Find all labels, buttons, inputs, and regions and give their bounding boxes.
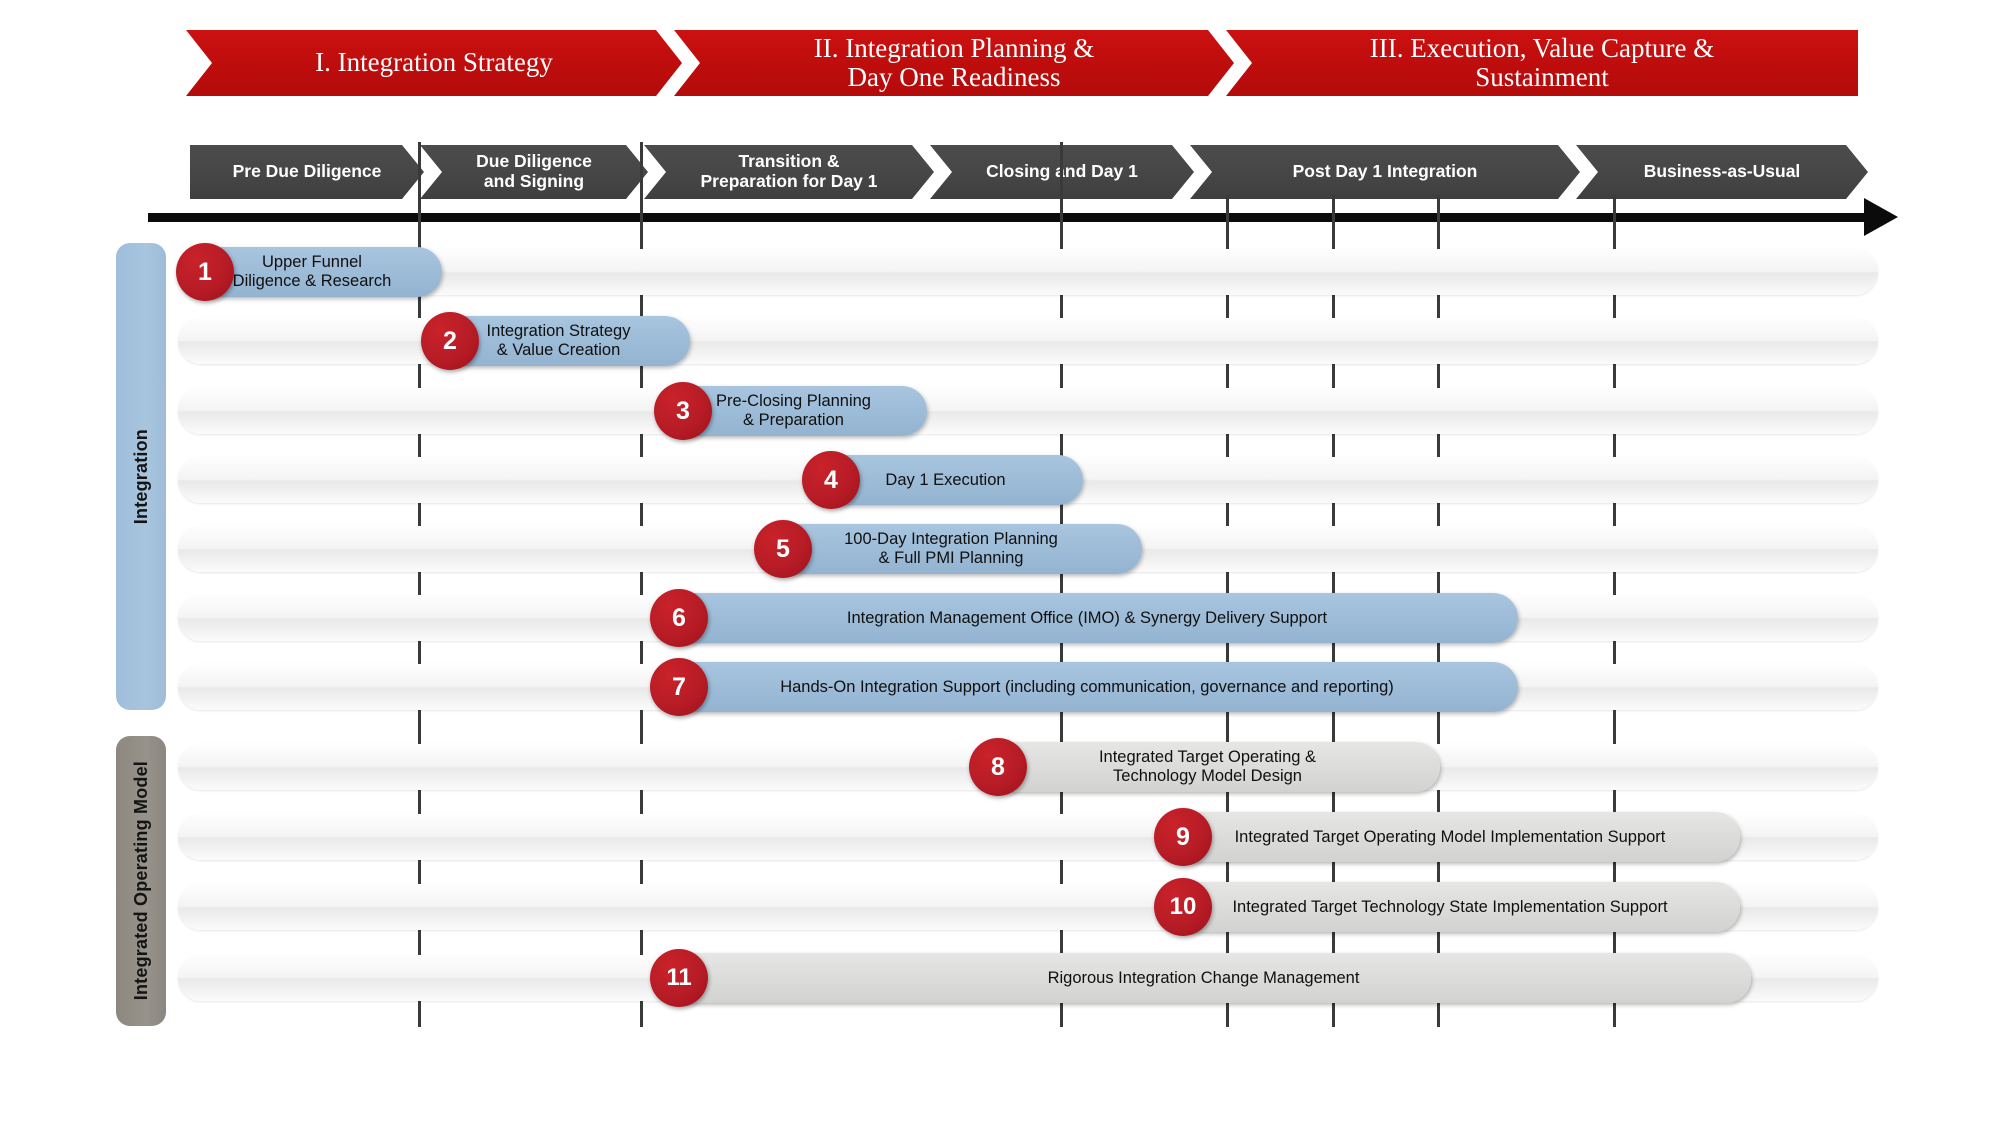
workstream-label-2: Integration Strategy & Value Creation bbox=[437, 322, 690, 360]
phase-banner-3-line1: III. Execution, Value Capture & bbox=[1369, 32, 1715, 63]
stage-label-3-line1: Transition & bbox=[738, 151, 840, 172]
stage-label-3: Transition & Preparation for Day 1 bbox=[693, 152, 886, 191]
workstream-label-8-line1: Integrated Target Operating & bbox=[1098, 748, 1317, 767]
workstream-number-10: 10 bbox=[1154, 878, 1212, 936]
workstream-label-11: Rigorous Integration Change Management bbox=[666, 969, 1751, 988]
workstream-label-1-line2: Diligence & Research bbox=[232, 272, 392, 290]
stage-label-2: Due Diligence and Signing bbox=[468, 152, 600, 191]
workstream-pill-1[interactable]: 1 Upper Funnel Diligence & Research bbox=[176, 243, 442, 301]
workstream-label-10-line1: Integrated Target Technology State Imple… bbox=[1232, 897, 1668, 916]
group-tab-integration: Integration bbox=[116, 243, 166, 710]
stage-chevron-transition-prep: Transition & Preparation for Day 1 bbox=[644, 145, 934, 199]
track-row bbox=[178, 388, 1878, 434]
timeline-axis bbox=[148, 213, 1868, 222]
workstream-pill-9[interactable]: 9 Integrated Target Operating Model Impl… bbox=[1154, 808, 1740, 866]
workstream-pill-4[interactable]: 4 Day 1 Execution bbox=[802, 451, 1083, 509]
workstream-label-8-line2: Technology Model Design bbox=[1113, 767, 1302, 785]
gridline-2 bbox=[640, 142, 643, 1027]
stage-chevron-pre-due-diligence: Pre Due Diligence bbox=[190, 145, 424, 199]
workstream-label-9-line1: Integrated Target Operating Model Implem… bbox=[1234, 827, 1666, 846]
workstream-number-9: 9 bbox=[1154, 808, 1212, 866]
track-row bbox=[178, 249, 1878, 295]
phase-banner-3-line2: Sustainment bbox=[1475, 62, 1609, 92]
workstream-number-5: 5 bbox=[754, 520, 812, 578]
workstream-number-3: 3 bbox=[654, 382, 712, 440]
group-tab-iom-label: Integrated Operating Model bbox=[130, 761, 151, 1001]
phase-banner-1: I. Integration Strategy bbox=[186, 30, 682, 96]
gridline-3 bbox=[1060, 142, 1063, 1027]
workstream-label-5: 100-Day Integration Planning & Full PMI … bbox=[770, 530, 1142, 568]
workstream-label-5-line1: 100-Day Integration Planning bbox=[844, 530, 1058, 549]
phase-banner-3: III. Execution, Value Capture & Sustainm… bbox=[1226, 30, 1858, 96]
phase-banner-2-line1: II. Integration Planning & bbox=[813, 32, 1095, 63]
workstream-number-2: 2 bbox=[421, 312, 479, 370]
workstream-label-3: Pre-Closing Planning & Preparation bbox=[670, 392, 927, 430]
stage-label-1-line1: Pre Due Diligence bbox=[232, 161, 382, 182]
phase-banner-2-line2: Day One Readiness bbox=[847, 62, 1061, 92]
workstream-number-1: 1 bbox=[176, 243, 234, 301]
workstream-label-9: Integrated Target Operating Model Implem… bbox=[1170, 828, 1740, 847]
stage-label-3-line2: Preparation for Day 1 bbox=[700, 171, 878, 191]
stage-label-2-line1: Due Diligence bbox=[476, 151, 592, 172]
stage-chevron-business-as-usual: Business-as-Usual bbox=[1576, 145, 1868, 199]
workstream-pill-6[interactable]: 6 Integration Management Office (IMO) & … bbox=[650, 589, 1518, 647]
workstream-pill-11[interactable]: 11 Rigorous Integration Change Managemen… bbox=[650, 949, 1751, 1007]
workstream-label-10: Integrated Target Technology State Imple… bbox=[1170, 898, 1740, 917]
workstream-pill-3[interactable]: 3 Pre-Closing Planning & Preparation bbox=[654, 382, 927, 440]
workstream-label-8: Integrated Target Operating & Technology… bbox=[985, 748, 1440, 786]
stage-chevron-post-day1: Post Day 1 Integration bbox=[1190, 145, 1580, 199]
workstream-label-2-line2: & Value Creation bbox=[496, 341, 621, 359]
phase-banner-row: I. Integration Strategy II. Integration … bbox=[0, 0, 2000, 120]
workstream-pill-10[interactable]: 10 Integrated Target Technology State Im… bbox=[1154, 878, 1740, 936]
phase-banner-3-label: III. Execution, Value Capture & Sustainm… bbox=[1356, 32, 1728, 92]
workstream-number-11: 11 bbox=[650, 949, 708, 1007]
workstream-pill-8[interactable]: 8 Integrated Target Operating & Technolo… bbox=[969, 738, 1440, 796]
workstream-label-11-line1: Rigorous Integration Change Management bbox=[1047, 968, 1360, 987]
workstream-label-6: Integration Management Office (IMO) & Sy… bbox=[666, 609, 1518, 628]
stage-label-1: Pre Due Diligence bbox=[225, 162, 390, 182]
workstream-number-8: 8 bbox=[969, 738, 1027, 796]
workstream-label-7: Hands-On Integration Support (including … bbox=[666, 678, 1518, 697]
workstream-number-6: 6 bbox=[650, 589, 708, 647]
timeline-arrow-head-icon bbox=[1864, 198, 1898, 236]
stage-label-6-line1: Business-as-Usual bbox=[1643, 161, 1801, 182]
group-tab-integrated-operating-model: Integrated Operating Model bbox=[116, 736, 166, 1026]
workstream-pill-5[interactable]: 5 100-Day Integration Planning & Full PM… bbox=[754, 520, 1142, 578]
stage-chevron-due-diligence-signing: Due Diligence and Signing bbox=[420, 145, 648, 199]
workstream-label-4-line1: Day 1 Execution bbox=[885, 470, 1006, 489]
workstream-label-1: Upper Funnel Diligence & Research bbox=[192, 253, 442, 291]
phase-banner-1-label: I. Integration Strategy bbox=[315, 47, 553, 78]
stage-label-5: Post Day 1 Integration bbox=[1285, 162, 1486, 182]
workstream-number-7: 7 bbox=[650, 658, 708, 716]
workstream-label-4: Day 1 Execution bbox=[818, 471, 1083, 490]
phase-banner-2-label: II. Integration Planning & Day One Readi… bbox=[800, 34, 1108, 92]
stage-label-5-line1: Post Day 1 Integration bbox=[1292, 161, 1478, 182]
workstream-label-6-line1: Integration Management Office (IMO) & Sy… bbox=[846, 608, 1328, 627]
workstream-pill-7[interactable]: 7 Hands-On Integration Support (includin… bbox=[650, 658, 1518, 716]
workstream-label-3-line1: Pre-Closing Planning bbox=[715, 392, 871, 411]
phase-banner-2: II. Integration Planning & Day One Readi… bbox=[674, 30, 1234, 96]
workstream-pill-2[interactable]: 2 Integration Strategy & Value Creation bbox=[421, 312, 690, 370]
workstream-label-7-line1: Hands-On Integration Support (including … bbox=[780, 677, 1394, 696]
workstream-label-3-line2: & Preparation bbox=[743, 411, 844, 429]
stage-chevron-row: Pre Due Diligence Due Diligence and Sign… bbox=[0, 145, 2000, 199]
workstream-label-2-line1: Integration Strategy bbox=[486, 322, 631, 341]
group-tab-integration-label: Integration bbox=[130, 428, 151, 525]
gridline-1 bbox=[418, 142, 421, 1027]
workstream-label-1-line1: Upper Funnel bbox=[262, 253, 362, 272]
workstream-number-4: 4 bbox=[802, 451, 860, 509]
stage-label-6: Business-as-Usual bbox=[1636, 162, 1809, 182]
workstream-label-5-line2: & Full PMI Planning bbox=[878, 549, 1024, 567]
stage-label-2-line2: and Signing bbox=[483, 171, 585, 191]
